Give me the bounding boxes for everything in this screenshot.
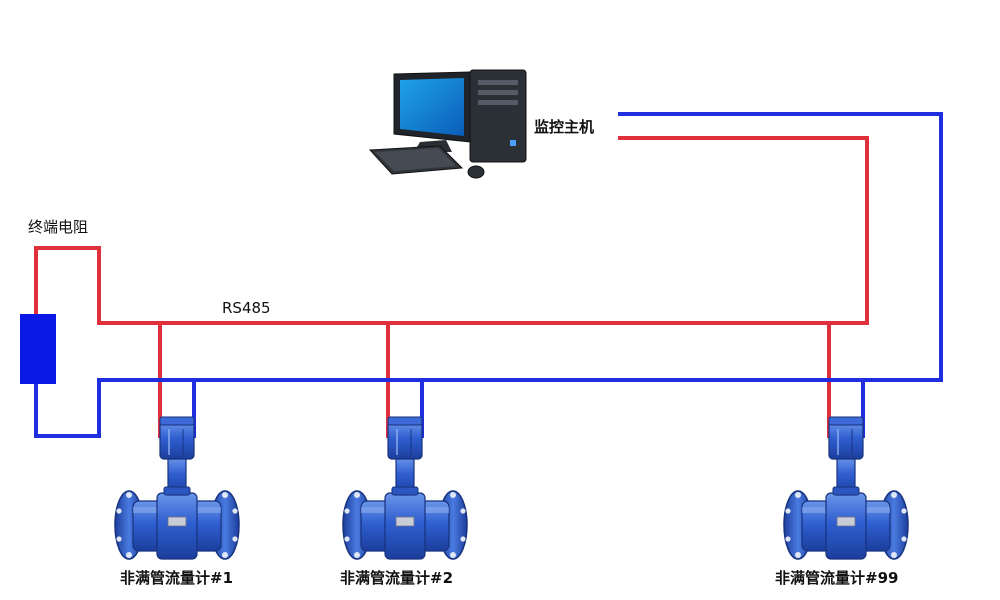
terminator-label: 终端电阻 — [28, 218, 88, 236]
meter-99-label: 非满管流量计#99 — [775, 569, 898, 587]
flowmeter-99-icon — [783, 416, 909, 560]
flowmeter-2-icon — [342, 416, 468, 560]
meter-2-label: 非满管流量计#2 — [340, 569, 453, 587]
flowmeter-1-icon — [114, 416, 240, 560]
meter-1-label: 非满管流量计#1 — [120, 569, 233, 587]
terminator-resistor — [20, 314, 56, 384]
host-label: 监控主机 — [534, 118, 594, 136]
monitoring-computer-icon — [368, 69, 527, 179]
blue-bus-wire — [34, 112, 943, 438]
red-bus-wire — [34, 136, 869, 438]
bus-label: RS485 — [222, 299, 271, 317]
